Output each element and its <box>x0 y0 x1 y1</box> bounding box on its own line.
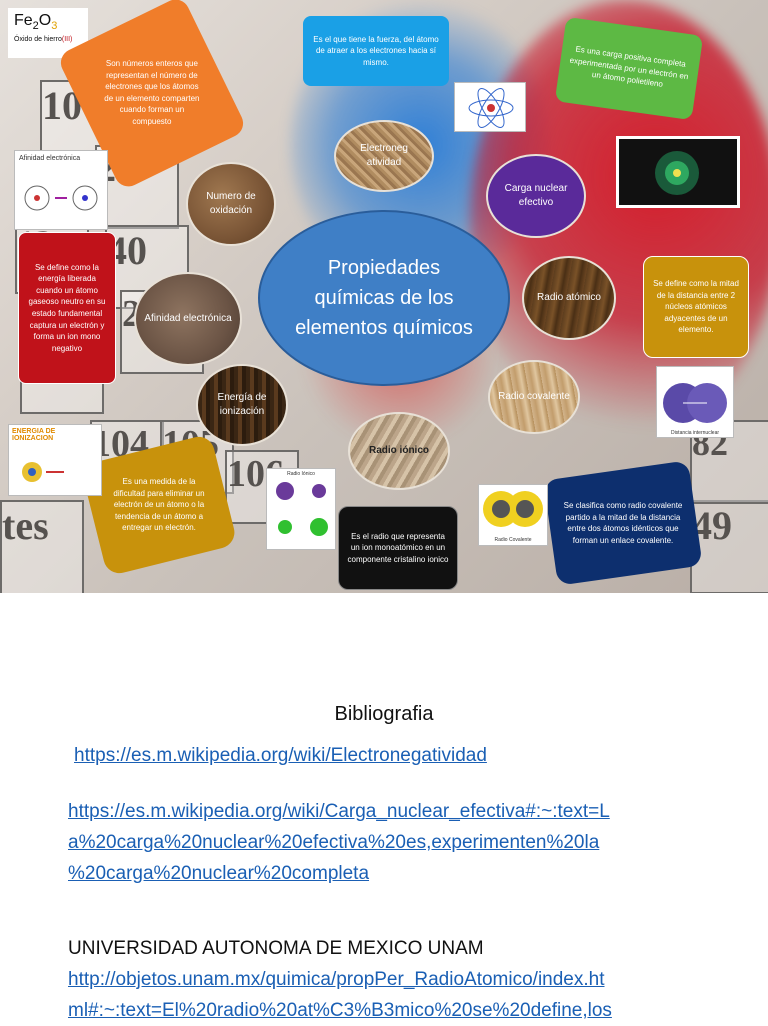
node-electronegatividad: Electroneg atividad <box>334 120 434 192</box>
energia-thumbnail-title: ENERGIA DE IONIZACION <box>12 428 56 442</box>
central-topic: Propiedades químicas de los elementos qu… <box>258 210 510 386</box>
bibliography-heading: Bibliografia <box>334 703 434 725</box>
node-numero-oxidacion: Numero de oxidación <box>186 162 276 246</box>
energia-ionizacion-thumbnail: ENERGIA DE IONIZACION <box>8 424 102 496</box>
formula-name: Óxido de hierro(III) <box>14 36 73 44</box>
radio-covalente-caption: Radio Covalente <box>494 537 532 543</box>
node-carga-nuclear: Carga nuclear efectivo <box>486 154 586 238</box>
radio-ionico-thumbnail: Radio Iónico <box>266 468 336 550</box>
node-afinidad: Afinidad electrónica <box>134 272 242 366</box>
atomic-radius-icon <box>663 383 727 423</box>
electronegatividad-thumbnail <box>454 82 526 132</box>
central-topic-title: Propiedades químicas de los elementos qu… <box>295 257 473 339</box>
periodic-cell: tes <box>0 500 84 593</box>
ionization-icon <box>22 462 64 482</box>
radio-ionico-title: Radio Iónico <box>287 471 315 477</box>
radio-atomico-definition: Se define como la mitad de la distancia … <box>643 256 749 358</box>
atom-diagram-icon <box>24 185 98 211</box>
radio-ionico-definition: Es el radio que representa un ion monoat… <box>338 506 458 590</box>
afinidad-definition: Se define como la energía liberada cuand… <box>18 232 116 384</box>
covalent-radius-icon <box>483 491 543 527</box>
periodic-number: tes <box>2 503 49 548</box>
node-radio-covalente: Radio covalente <box>488 360 580 434</box>
nucleus-glow-icon <box>655 151 699 195</box>
radio-atomico-caption: Distancia internuclear <box>670 430 720 436</box>
link-carga-nuclear-line2[interactable]: a%20carga%20nuclear%20efectiva%20es,expe… <box>68 832 600 853</box>
radio-covalente-thumbnail: Radio Covalente <box>478 484 548 546</box>
node-radio-ionico: Radio iónico <box>348 412 450 490</box>
mind-map-image: 10 24 12 40 20 72 104 105 106 tes 49 82 … <box>0 0 768 593</box>
node-energia-ionizacion: Energía de ionización <box>196 364 288 446</box>
formula: Fe2O3 <box>14 12 58 33</box>
bibliography-section: Bibliografia https://es.m.wikipedia.org/… <box>0 593 768 1024</box>
carga-nuclear-thumbnail <box>616 136 740 208</box>
ionic-radius-icon <box>276 482 328 536</box>
afinidad-thumbnail: Afinidad electrónica <box>14 150 108 230</box>
radio-atomico-thumbnail: Distancia internuclear <box>656 366 734 438</box>
link-electronegatividad[interactable]: https://es.m.wikipedia.org/wiki/Electron… <box>74 745 487 766</box>
electronegatividad-definition: Es el que tiene la fuerza, del átomo de … <box>303 16 449 86</box>
afinidad-thumbnail-title: Afinidad electrónica <box>19 155 81 162</box>
link-radio-atomico-line2[interactable]: ml#:~:text=El%20radio%20at%C3%B3mico%20s… <box>68 1000 612 1021</box>
atom-icon <box>468 88 514 128</box>
radio-covalente-definition: Se clasifica como radio covalente partid… <box>543 460 703 586</box>
link-radio-atomico-line1[interactable]: http://objetos.unam.mx/quimica/propPer_R… <box>68 969 605 990</box>
institution-label: UNIVERSIDAD AUTONOMA DE MEXICO UNAM <box>68 938 484 959</box>
link-carga-nuclear-line1[interactable]: https://es.m.wikipedia.org/wiki/Carga_nu… <box>68 801 610 822</box>
periodic-cell: 49 <box>690 500 768 593</box>
link-carga-nuclear-line3[interactable]: %20carga%20nuclear%20completa <box>68 863 370 884</box>
node-radio-atomico: Radio atómico <box>522 256 616 340</box>
formula-card: Fe2O3 Óxido de hierro(III) <box>8 8 88 58</box>
